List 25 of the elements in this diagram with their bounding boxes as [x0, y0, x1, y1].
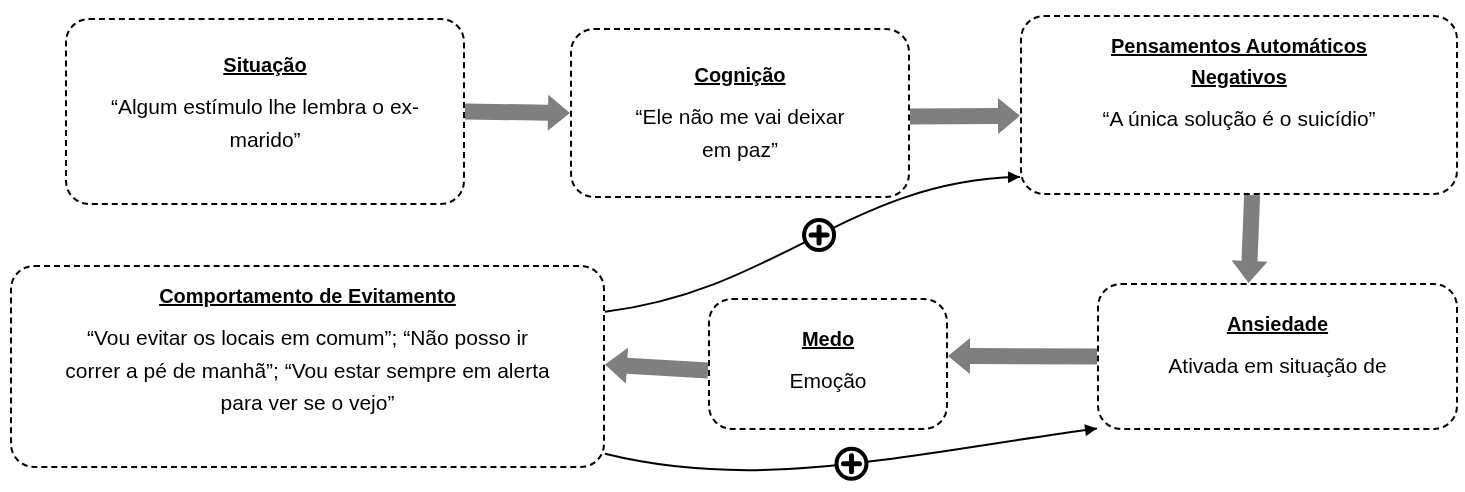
curved-arrow: [604, 171, 1021, 313]
box-heading: Comportamento de Evitamento: [159, 284, 456, 309]
dashed-rounded-box: [65, 18, 465, 205]
block-arrow: [910, 97, 1020, 134]
box-text: “Algum estímulo lhe lembra o ex-marido”: [109, 94, 421, 153]
box-text: Emoção: [789, 368, 867, 394]
box-heading: Medo: [801, 327, 855, 352]
box-heading: Ansiedade: [1226, 312, 1329, 337]
curved-arrow: [604, 424, 1098, 481]
dashed-rounded-box: [570, 28, 910, 198]
block-arrow: [605, 347, 709, 384]
dashed-rounded-box: [708, 298, 948, 430]
box-heading: Pensamentos Automáticos Negativos: [1110, 34, 1368, 90]
box-heading: Situação: [223, 53, 307, 78]
dashed-rounded-box: [10, 265, 605, 468]
box-text: “A única solução é o suicídio”: [1102, 106, 1376, 132]
block-arrow: [948, 338, 1097, 375]
box-text: Ativada em situação de: [1168, 353, 1387, 379]
box-heading: Cognição: [694, 63, 786, 88]
dashed-rounded-box: [1020, 15, 1458, 195]
block-arrow: [1231, 194, 1268, 283]
block-arrow: [464, 94, 570, 131]
dashed-rounded-box: [1097, 283, 1458, 430]
box-text: “Vou evitar os locais em comum”; “Não posso ir correr a pé de manhã”; “Vou estar sempre em alerta para ver se o vejo”: [64, 325, 551, 417]
box-text: “Ele não me vai deixar em paz”: [634, 104, 846, 163]
